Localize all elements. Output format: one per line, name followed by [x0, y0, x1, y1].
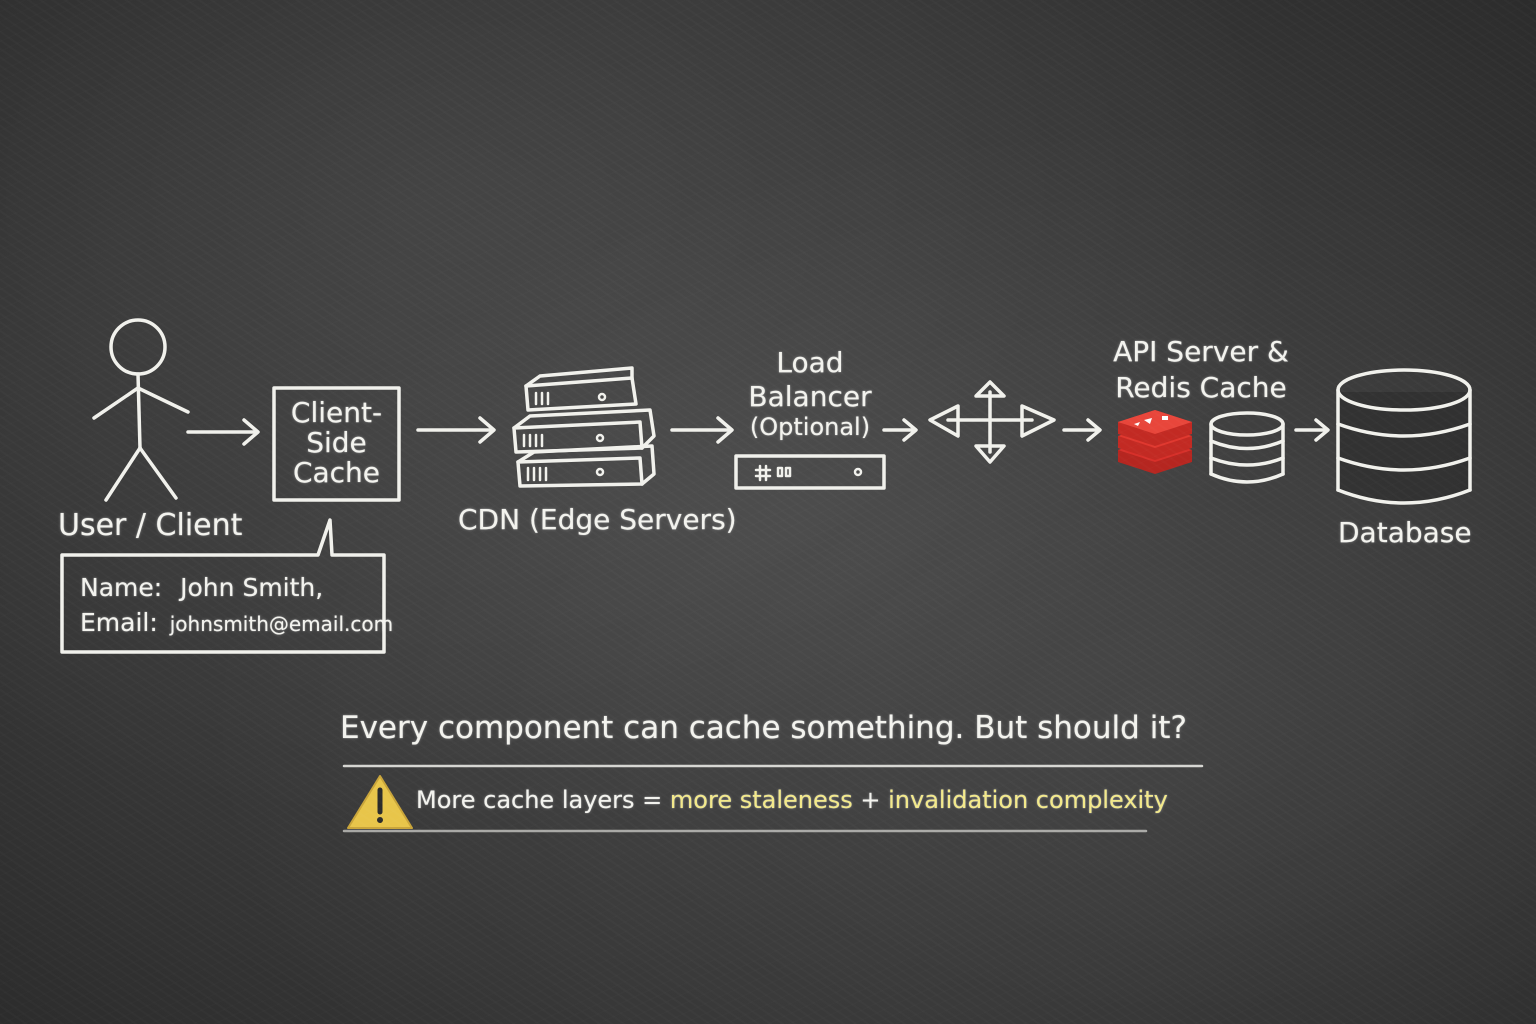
arrow-user-to-cache	[186, 418, 260, 446]
user-label: User / Client	[58, 508, 243, 543]
warning-plus: +	[852, 786, 889, 814]
warning-prefix: More cache layers =	[416, 786, 670, 814]
cdn-label: CDN (Edge Servers)	[458, 503, 737, 536]
warning-text: More cache layers = more staleness + inv…	[416, 786, 1168, 814]
arrow-lb-to-api	[882, 418, 918, 442]
client-cache-box	[272, 386, 401, 502]
cache-note-name-row: Name: John Smith,	[80, 570, 393, 605]
cache-note-bubble	[60, 518, 386, 654]
client-cache-line1: Client-	[290, 396, 383, 429]
redis-icon	[1118, 410, 1192, 474]
arrow-to-redis	[1062, 418, 1102, 442]
cache-note-email-row: Email: johnsmith@email.com	[80, 605, 393, 642]
warning-highlight-staleness: more staleness	[669, 786, 853, 814]
load-balancer-label: Load Balancer (Optional)	[730, 346, 890, 440]
lb-line3: (Optional)	[749, 413, 871, 441]
arrow-cdn-to-lb	[670, 416, 734, 444]
client-cache-line2: Side	[306, 426, 367, 459]
database-icon	[1336, 368, 1472, 505]
api-line2: Redis Cache	[1115, 371, 1287, 404]
client-cache-label: Client- Side Cache	[274, 398, 399, 488]
warning-icon	[347, 775, 413, 829]
arrow-to-database	[1294, 418, 1330, 442]
client-cache-line3: Cache	[292, 456, 381, 489]
api-line1: API Server &	[1113, 335, 1289, 368]
load-balancer-icon	[734, 454, 886, 490]
database-label: Database	[1338, 516, 1472, 549]
stick-figure-icon	[92, 318, 190, 502]
redis-db-icon	[1209, 411, 1285, 484]
move-arrows-icon	[928, 380, 1056, 464]
lb-line2: Balancer	[748, 380, 872, 413]
server-stack-icon	[512, 366, 656, 488]
name-value: John Smith,	[180, 573, 324, 602]
email-value: johnsmith@email.com	[169, 612, 394, 636]
arrow-cache-to-cdn	[416, 416, 496, 444]
warning-highlight-complexity: invalidation complexity	[888, 786, 1168, 814]
question-text: Every component can cache something. But…	[340, 710, 1187, 746]
api-label: API Server & Redis Cache	[1090, 334, 1312, 406]
lb-line1: Load	[776, 346, 844, 379]
email-label: Email:	[80, 608, 158, 637]
name-label: Name:	[80, 573, 163, 602]
cache-note: Name: John Smith, Email: johnsmith@email…	[80, 570, 393, 642]
